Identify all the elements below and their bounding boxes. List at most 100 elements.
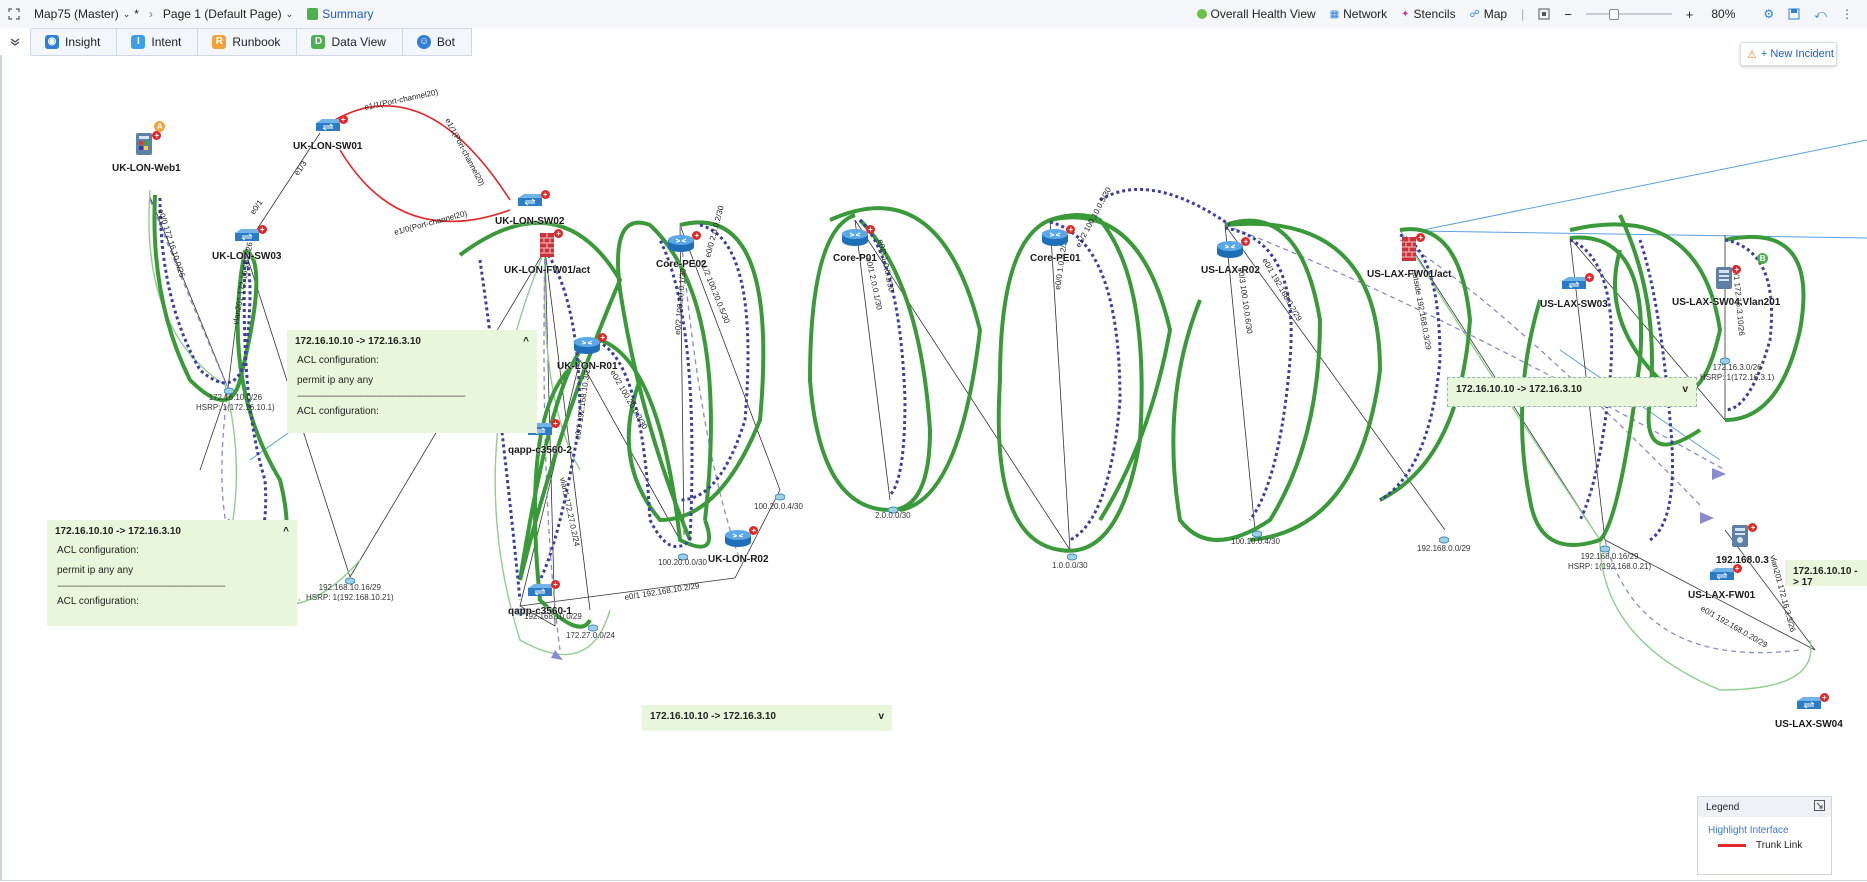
acl-popup[interactable]: 172.16.10.10 -> 172.16.3.10^ ACL configu… — [287, 330, 537, 433]
node-label: US-LAX-SW04 — [1775, 719, 1843, 730]
acl-popup[interactable]: 172.16.10.10 -> 17 — [1785, 560, 1867, 586]
acl-line: permit ip any any — [57, 565, 134, 576]
save-icon[interactable] — [1788, 8, 1800, 20]
link-label: e0/1 — [248, 198, 265, 216]
tab-intent[interactable]: I Intent — [117, 27, 199, 56]
expand-popup-icon[interactable]: v — [1682, 384, 1688, 395]
collapse-icon[interactable] — [0, 28, 31, 55]
share-icon[interactable]: ⤺ — [1814, 6, 1827, 21]
subnet-label: 1.0.0.0/30 — [1052, 561, 1088, 570]
switch-node[interactable]: + UK-LON-SW03 — [212, 225, 281, 262]
tab-bot[interactable]: ☺ Bot — [402, 27, 472, 56]
link-label: e0/1 192.168.0.20/29 — [1699, 604, 1769, 650]
zoom-slider-knob[interactable] — [1608, 9, 1619, 20]
new-incident-label: + New Incident — [1760, 48, 1834, 60]
acl-line: ACL configuration: — [297, 355, 379, 366]
server-node[interactable]: A + UK-LON-Web1 — [112, 121, 181, 174]
topology-links: e1/1(Port-channel20) e1/1(Port-channel20… — [148, 87, 1867, 691]
runbook-icon: R — [212, 34, 227, 49]
legend-panel: Legend Highlight Interface Trunk Link — [1697, 796, 1832, 875]
switch-node[interactable]: + UK-LON-SW02 — [495, 190, 564, 227]
expand-popup-icon[interactable]: v — [878, 711, 884, 722]
tab-insight[interactable]: ◉ Insight — [31, 27, 118, 56]
link-label: e0/2 100.20.0.1/30 — [673, 267, 688, 335]
map-title-dropdown[interactable]: Map75 (Master) ⌄ * — [34, 7, 139, 21]
tab-runbook[interactable]: R Runbook — [198, 27, 298, 56]
settings-icon[interactable]: ⚙ — [1763, 7, 1775, 21]
overall-health-button[interactable]: Overall Health View — [1196, 7, 1316, 21]
alert-icon: + — [1584, 273, 1594, 282]
alert-icon: + — [1241, 237, 1251, 246]
alert-icon: + — [1748, 523, 1758, 532]
insight-icon: ◉ — [45, 34, 59, 49]
switch-node[interactable]: + US-LAX-FW01 — [1688, 564, 1756, 601]
switch-node[interactable]: + qapp-c3560-1 — [508, 580, 572, 617]
new-incident-button[interactable]: ⚠ + New Incident — [1740, 42, 1837, 66]
network-button[interactable]: ▦ Network — [1330, 7, 1387, 21]
tab-data-view-label: Data View — [331, 34, 386, 49]
zoom-in-button[interactable]: + — [1685, 6, 1694, 22]
node-label: US-LAX-FW01 — [1688, 590, 1756, 601]
zoom-slider[interactable] — [1585, 9, 1672, 20]
router-node[interactable]: + UK-LON-R02 — [708, 526, 769, 565]
server-node[interactable]: + 192.168.0.3 — [1716, 523, 1769, 566]
acl-title: 172.16.10.10 -> 17 — [1793, 566, 1858, 586]
server-node[interactable]: B + US-LAX-SW04.Vlan201 — [1672, 253, 1780, 308]
firewall-node[interactable]: + UK-LON-FW01/act — [504, 229, 590, 276]
router-node[interactable]: + Core-P01 — [833, 225, 877, 264]
link-label: e0/3 100.10.0.6/30 — [1236, 267, 1254, 335]
acl-line: ACL configuration: — [57, 596, 139, 607]
acl-popup[interactable]: 172.16.10.10 -> 172.16.3.10 v — [1447, 377, 1697, 407]
summary-button[interactable]: Summary — [307, 7, 374, 21]
router-node[interactable]: + Core-PE02 — [656, 231, 707, 270]
switch-node[interactable]: + US-LAX-SW03 — [1540, 273, 1608, 310]
link-label: e1/1(Port-channel20) — [443, 117, 486, 188]
tab-data-view[interactable]: D Data View — [297, 27, 403, 56]
page-name: Page 1 (Default Page) — [162, 7, 282, 21]
alert-icon: + — [1732, 265, 1742, 274]
acl-title: 172.16.10.10 -> 172.16.3.10 — [55, 526, 181, 537]
router-node[interactable]: + US-LAX-R02 — [1201, 237, 1260, 276]
modified-marker: * — [134, 7, 139, 21]
router-node[interactable]: + Core-PE01 — [1030, 225, 1081, 264]
switch-icon — [527, 584, 554, 596]
expand-icon[interactable] — [8, 8, 20, 20]
node-label: Core-PE02 — [656, 259, 707, 270]
node-label: 192.168.0.3 — [1716, 555, 1769, 566]
router-node[interactable]: + UK-LON-R01 — [557, 333, 618, 372]
server-icon — [136, 133, 153, 155]
zoom-out-button[interactable]: − — [1564, 6, 1572, 22]
router-icon — [1042, 229, 1069, 246]
acl-popup[interactable]: 172.16.10.10 -> 172.16.3.10 ^ ACL configu… — [47, 520, 297, 626]
acl-title: 172.16.10.10 -> 172.16.3.10 — [1456, 384, 1582, 395]
network-icon: ▦ — [1329, 8, 1340, 20]
badge-b: B — [1757, 253, 1769, 264]
more-icon[interactable]: ⋮ — [1841, 7, 1853, 21]
legend-trunk-row: Trunk Link — [1698, 840, 1831, 851]
legend-title: Legend — [1706, 801, 1740, 813]
divider: | — [1521, 7, 1525, 21]
map-button[interactable]: ☍ Map — [1470, 7, 1507, 21]
top-bar: Map75 (Master) ⌄ * › Page 1 (Default Pag… — [0, 0, 1867, 29]
stencils-button[interactable]: ✦ Stencils — [1401, 7, 1455, 21]
switch-node[interactable]: + UK-LON-SW01 — [293, 115, 362, 152]
alert-icon: + — [257, 225, 267, 234]
switch-node[interactable]: + US-LAX-SW04 — [1775, 693, 1843, 730]
fit-view-icon[interactable] — [1538, 8, 1550, 20]
subnet-label: 172.27.0.0/24 — [566, 631, 615, 640]
firewall-node[interactable]: + US-LAX-FW01/act — [1367, 233, 1451, 280]
link-label: outside 192.168.0.3/29 — [1410, 269, 1433, 351]
router-icon — [841, 229, 868, 246]
collapse-popup-icon[interactable]: ^ — [523, 336, 529, 347]
legend-toggle-icon[interactable] — [1814, 800, 1825, 814]
intent-icon: I — [131, 34, 146, 49]
collapse-popup-icon[interactable]: ^ — [283, 526, 289, 537]
map-canvas[interactable]: e1/1(Port-channel20) e1/1(Port-channel20… — [0, 55, 1867, 882]
link-label: e1/0(Port-channel20) — [393, 209, 468, 237]
page-selector[interactable]: Page 1 (Default Page) ⌄ — [163, 7, 293, 21]
router-icon — [668, 235, 695, 252]
alert-icon: + — [749, 526, 759, 535]
tab-insight-label: Insight — [65, 34, 101, 49]
